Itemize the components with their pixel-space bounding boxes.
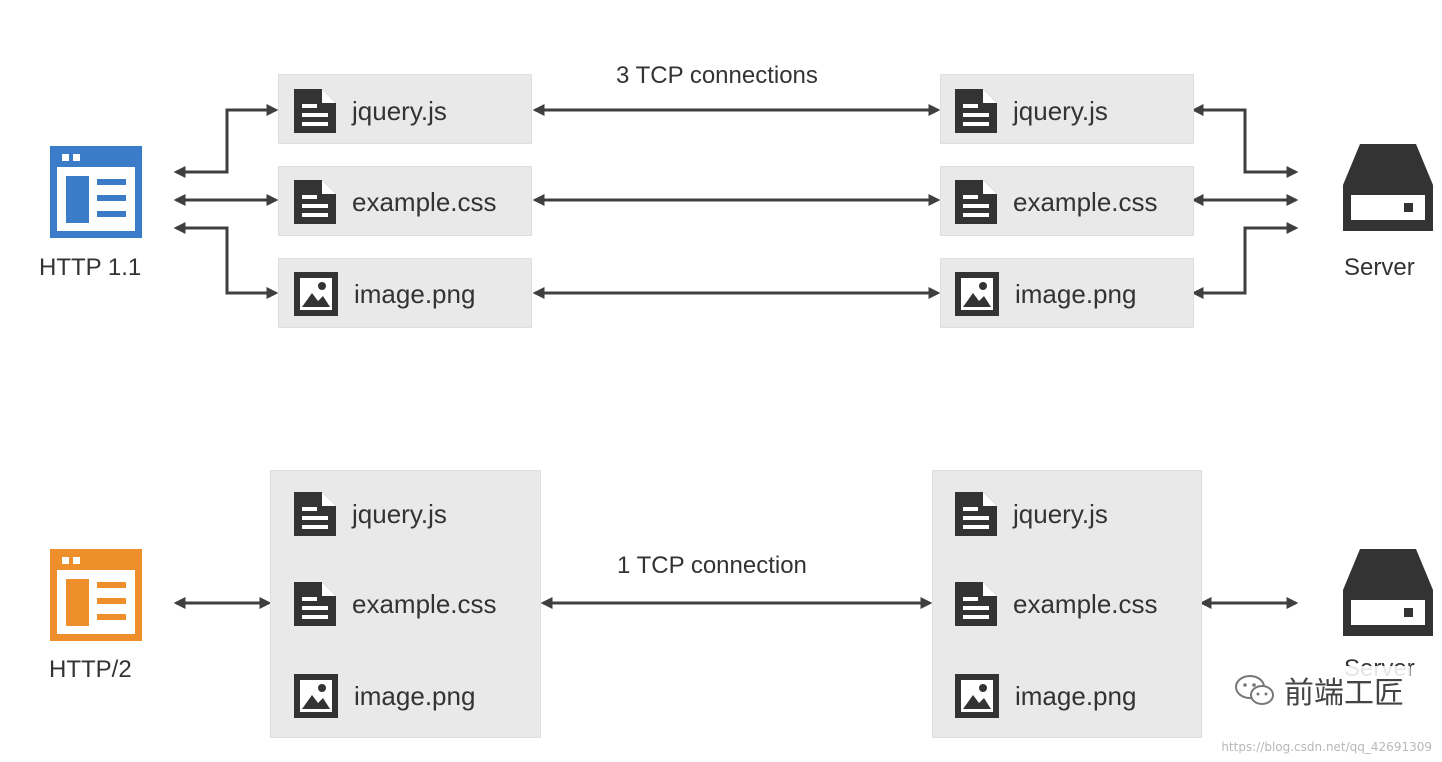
http2-server-icon bbox=[1343, 549, 1433, 636]
http2-client-label: HTTP/2 bbox=[49, 656, 132, 683]
client-to-image-arrow bbox=[173, 222, 279, 299]
http2-client-image-row: image.png bbox=[294, 674, 475, 718]
file-name: jquery.js bbox=[1013, 498, 1108, 529]
document-icon bbox=[955, 180, 997, 224]
file-name: example.css bbox=[1013, 588, 1158, 619]
wechat-icon bbox=[1235, 675, 1274, 705]
image-icon bbox=[294, 674, 338, 718]
server-to-image-arrow bbox=[1191, 222, 1299, 299]
file-name: image.png bbox=[354, 680, 476, 711]
http2-client-jquery-row: jquery.js bbox=[294, 492, 447, 536]
file-name: example.css bbox=[352, 588, 497, 619]
http11-client-jquery-row: jquery.js bbox=[294, 89, 447, 133]
http11-server-jquery-row: jquery.js bbox=[955, 89, 1108, 133]
image-icon bbox=[955, 272, 999, 316]
document-icon bbox=[294, 89, 336, 133]
document-icon bbox=[294, 492, 336, 536]
http11-server-image-row: image.png bbox=[955, 272, 1136, 316]
http2-client-example-css-row: example.css bbox=[294, 582, 497, 626]
file-name: example.css bbox=[1013, 186, 1158, 217]
brand-name: 前端工匠 bbox=[1284, 676, 1404, 711]
document-icon bbox=[294, 582, 336, 626]
document-icon bbox=[955, 89, 997, 133]
http11-client-example-css-row: example.css bbox=[294, 180, 497, 224]
http2-connection-label: 1 TCP connection bbox=[617, 552, 807, 579]
file-name: jquery.js bbox=[1013, 95, 1108, 126]
http2-server-image-row: image.png bbox=[955, 674, 1136, 718]
http11-browser-icon bbox=[50, 146, 142, 238]
server-to-jquery-arrow bbox=[1191, 104, 1299, 178]
file-name: image.png bbox=[354, 278, 476, 309]
http2-server-example-css-row: example.css bbox=[955, 582, 1158, 626]
image-icon bbox=[294, 272, 338, 316]
file-name: image.png bbox=[1015, 680, 1137, 711]
http2-browser-icon bbox=[50, 549, 142, 641]
file-name: jquery.js bbox=[352, 95, 447, 126]
http11-server-label: Server bbox=[1344, 254, 1415, 281]
http11-client-image-row: image.png bbox=[294, 272, 475, 316]
http11-server-example-css-row: example.css bbox=[955, 180, 1158, 224]
document-icon bbox=[955, 492, 997, 536]
http11-connection-label: 3 TCP connections bbox=[616, 62, 818, 89]
http2-server-jquery-row: jquery.js bbox=[955, 492, 1108, 536]
file-name: image.png bbox=[1015, 278, 1137, 309]
document-icon bbox=[294, 180, 336, 224]
http11-server-icon bbox=[1343, 144, 1433, 231]
source-url: https://blog.csdn.net/qq_42691309 bbox=[1221, 740, 1432, 754]
file-name: example.css bbox=[352, 186, 497, 217]
client-to-jquery-arrow bbox=[173, 104, 279, 178]
image-icon bbox=[955, 674, 999, 718]
file-name: jquery.js bbox=[352, 498, 447, 529]
brand-watermark: 前端工匠 bbox=[1228, 666, 1410, 714]
document-icon bbox=[955, 582, 997, 626]
http11-client-label: HTTP 1.1 bbox=[39, 254, 142, 281]
